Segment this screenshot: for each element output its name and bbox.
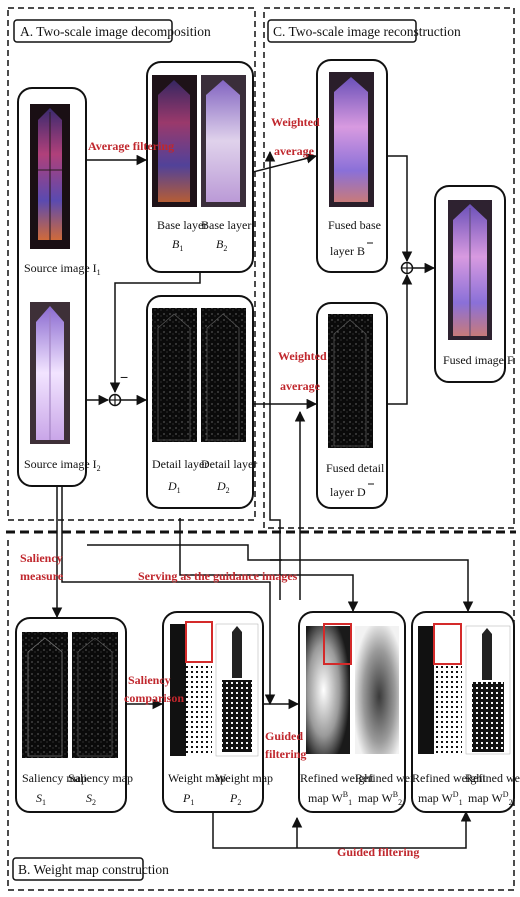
refined-detail-weight-1-label-a: Refined weight	[412, 771, 486, 785]
sum-node	[400, 261, 414, 275]
fused-base-label-a: Fused base	[328, 218, 381, 232]
base-layer-1-label-b: B1	[172, 237, 183, 253]
weight-map-1-image	[170, 621, 213, 756]
base-layer-2-label-a: Base layer	[201, 218, 251, 232]
source-image-2	[30, 302, 70, 444]
source-image-1	[30, 104, 70, 249]
fused-base-image	[329, 72, 374, 207]
section-c-frame	[263, 7, 515, 529]
detail-layer-2-label-a: Detail layer	[201, 457, 257, 471]
detail-layer-2-image	[201, 308, 246, 442]
base-layer-1-label-a: Base layer	[157, 218, 207, 232]
refined-base-weight-1-image	[306, 623, 352, 754]
fused-base-label-b: layer B	[330, 244, 365, 258]
weighted-average-top-a: Weighted	[271, 115, 320, 129]
refined-detail-weight-1-image	[418, 623, 462, 754]
weighted-average-bottom-b: average	[280, 379, 321, 393]
saliency-measure-a: Saliency	[20, 551, 63, 565]
refined-detail-weight-2-label-a: Refined weight	[465, 771, 520, 785]
detail-layer-1-label-a: Detail layer	[152, 457, 208, 471]
serving-guidance-label: Serving as the guidance images	[138, 569, 298, 583]
fused-image	[448, 200, 492, 340]
saliency-measure-b: measure	[20, 569, 64, 583]
guided-filtering-b: filtering	[265, 747, 306, 761]
detail-layer-2-label-b: D2	[216, 479, 230, 495]
weight-map-1-label-b: P1	[182, 791, 194, 807]
subtract-node	[108, 393, 122, 407]
source-image-1-label: Source image I1	[24, 261, 101, 277]
base-layer-2-label-b: B2	[216, 237, 227, 253]
saliency-map-1-label-a: Saliency map	[22, 771, 87, 785]
average-filtering-label: Average filtering	[88, 139, 174, 153]
saliency-map-2-label-b: S2	[86, 791, 96, 807]
fused-detail-label-a: Fused detail	[326, 461, 385, 475]
saliency-map-1-label-b: S1	[36, 791, 46, 807]
weight-map-2-image	[215, 623, 259, 757]
weight-map-2-label-b: P2	[229, 791, 241, 807]
detail-layer-1-label-b: D1	[167, 479, 181, 495]
base-layer-1-image	[152, 75, 197, 207]
weighted-average-top-b: average	[274, 144, 315, 158]
refined-detail-weight-1-label-b: map WD1	[418, 790, 463, 807]
refined-base-weight-1-label-b: map WB1	[308, 790, 352, 807]
saliency-comparison-b: comparison	[124, 691, 184, 705]
detail-layer-1-image	[152, 308, 197, 442]
fused-detail-image	[328, 314, 373, 448]
refined-base-weight-2-label-b: map WB2	[358, 790, 402, 807]
fused-detail-label-b: layer D	[330, 485, 366, 499]
source-image-2-label: Source image I2	[24, 457, 101, 473]
saliency-map-1-image	[22, 632, 68, 758]
section-a-frame	[7, 7, 256, 521]
flow-lines	[86, 153, 436, 410]
weighted-average-bottom-a: Weighted	[278, 349, 327, 363]
saliency-map-2-label-a: Saliency map	[68, 771, 133, 785]
highlight-box	[185, 621, 213, 663]
section-a-title: A. Two-scale image decomposition	[20, 24, 211, 39]
refined-base-weight-1-label-a: Refined weight	[300, 771, 374, 785]
section-c-title: C. Two-scale image reconstruction	[273, 24, 461, 39]
saliency-map-2-image	[72, 632, 118, 758]
refined-base-weight-2-label-a: Refined weight	[355, 771, 429, 785]
guided-filtering-a: Guided	[265, 729, 303, 743]
saliency-comparison-a: Saliency	[128, 673, 171, 687]
base-layer-2-image	[201, 75, 246, 207]
refined-detail-weight-2-label-b: map WD2	[468, 790, 513, 807]
section-b-title: B. Weight map construction	[18, 862, 169, 877]
refined-detail-weight-2-image	[465, 625, 511, 755]
weight-map-1-label-a: Weight map	[168, 771, 226, 785]
weight-map-2-label-a: Weight map	[215, 771, 273, 785]
minus-sign: −	[120, 369, 128, 385]
fused-image-label: Fused image F	[443, 353, 514, 367]
refined-base-weight-2-image	[355, 626, 399, 754]
guided-filtering-bottom: Guided filtering	[337, 845, 419, 859]
